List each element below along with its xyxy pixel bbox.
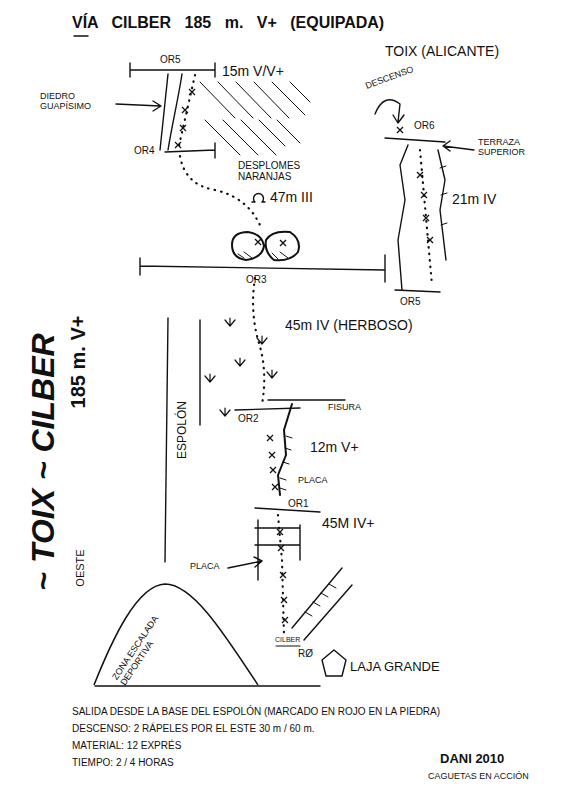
feature-note: PLACA: [190, 562, 220, 572]
feature-note: DIEDRO GUAPÍSIMO: [40, 92, 112, 112]
grass-tuft: [205, 318, 277, 416]
crag-name: TOIX (ALICANTE): [385, 44, 499, 59]
crack-line: [278, 404, 292, 495]
feature-note: TERRAZA SUPERIOR: [478, 138, 540, 158]
area-node: ZONA ESCALADA DEPORTIVA: [92, 580, 260, 686]
title-underline: [74, 35, 88, 36]
pitch-grade: 21m IV: [452, 192, 496, 207]
belay-line: [165, 143, 215, 158]
wall-hatch: [440, 166, 447, 225]
boulder-symbol: [322, 650, 346, 676]
pointer-arrow: [228, 557, 262, 568]
dihedral-line: [160, 74, 182, 150]
belay-line: [395, 290, 440, 292]
feature-note: FISURA: [328, 403, 361, 413]
slab-hatch: [305, 584, 336, 616]
spur-outline: [165, 318, 200, 562]
pointer-arrow: [443, 141, 474, 151]
rock-hatch: [238, 252, 288, 259]
author-signature: CAGUETAS EN ACCIÓN: [428, 772, 529, 782]
author-signature: DANI 2010: [440, 752, 504, 766]
side-title: 185 m. V+: [67, 316, 89, 409]
belay-label: RØ: [298, 648, 313, 659]
feature-note: DESPLOMES NARANJAS: [238, 160, 330, 182]
tree-symbol: [252, 193, 265, 202]
belay-label: OR1: [288, 498, 309, 509]
descent-note: DESCENSO: [364, 65, 415, 92]
pitch-grade: 45m IV (HERBOSO): [285, 318, 413, 333]
pointer-arrow: [116, 101, 161, 111]
belay-label: OR5: [160, 54, 181, 65]
belay-label: OR4: [134, 145, 155, 156]
area-label: ZONA ESCALADA DEPORTIVA: [110, 606, 174, 687]
bolt-symbol: [175, 89, 433, 623]
route-dots: [178, 75, 432, 635]
feature-note: ESPOLÓN: [176, 401, 189, 459]
belay-line: [385, 138, 445, 142]
pitch-grade: 45M IV+: [322, 516, 375, 531]
topo-title: VÍA CILBER 185 m. V+ (EQUIPADA): [72, 14, 384, 32]
info-note: MATERIAL: 12 EXPRÉS: [72, 740, 181, 751]
start-mark: [276, 646, 300, 647]
info-note: SALIDA DESDE LA BASE DEL ESPOLÓN (MARCAD…: [72, 706, 440, 717]
belay-line: [130, 63, 215, 77]
pitch-grade: 12m V+: [310, 440, 359, 455]
side-title: ~ TOIX ~ CILBER: [26, 333, 61, 590]
block-rock: [232, 232, 299, 261]
slab-edge: [292, 568, 352, 640]
wall-outline: [398, 145, 446, 290]
info-note: TIEMPO: 2 / 4 HORAS: [72, 757, 174, 768]
belay-label: OR5: [400, 296, 421, 307]
pitch-grade: 15m V/V+: [222, 64, 284, 79]
ground-line: [95, 685, 320, 686]
overhang-hatch: [200, 82, 310, 155]
feature-note: PLACA: [298, 476, 328, 486]
bolt-marks: [175, 89, 433, 623]
descent-arrow: [375, 100, 404, 123]
start-mark-label: CILBER: [275, 636, 300, 644]
side-title: OESTE: [74, 549, 86, 586]
pitch-grade: 47m III: [270, 190, 313, 205]
belay-label: OR6: [414, 120, 435, 131]
belay-line: [255, 508, 320, 512]
topo-lines: [74, 36, 474, 686]
belay-label: OR3: [246, 274, 267, 285]
route-line: [253, 278, 264, 404]
crack-hatch: [280, 436, 292, 490]
info-note: DESCENSO: 2 RÁPELES POR EL ESTE 30 m / 6…: [72, 723, 315, 734]
belay-label: OR2: [238, 413, 259, 424]
route-line: [178, 75, 195, 150]
feature-note: LAJA GRANDE: [350, 660, 440, 674]
